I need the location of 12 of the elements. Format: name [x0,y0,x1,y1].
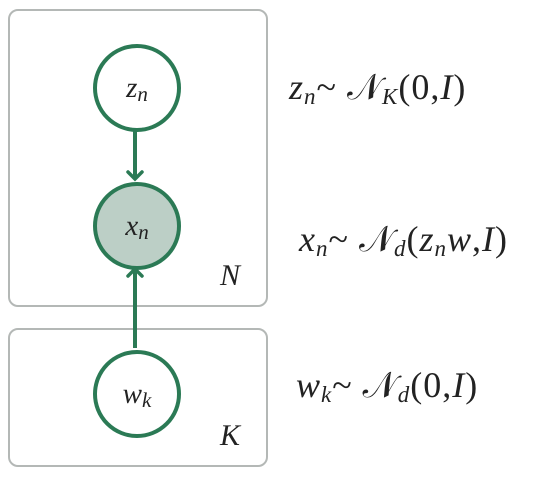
formula: w$_{k}$~ 𝒩$_{d}$(0,I) [296,367,478,403]
arrow [126,267,144,348]
plate-label: N [220,261,240,291]
variable-label: w$_{k}$ [122,380,152,408]
arrow [126,130,144,181]
formula: x$_{n}$~ 𝒩$_{d}$(z$_{n}$w,I) [299,221,508,257]
formula: z$_{n}$~ 𝒩$_{K}$(0,I) [289,69,466,105]
plate-box [8,328,268,467]
plate-label: K [220,421,240,451]
variable-label: z$_{n}$ [126,74,148,102]
variable-label: x$_{n}$ [125,212,149,240]
plate-box [8,9,268,307]
